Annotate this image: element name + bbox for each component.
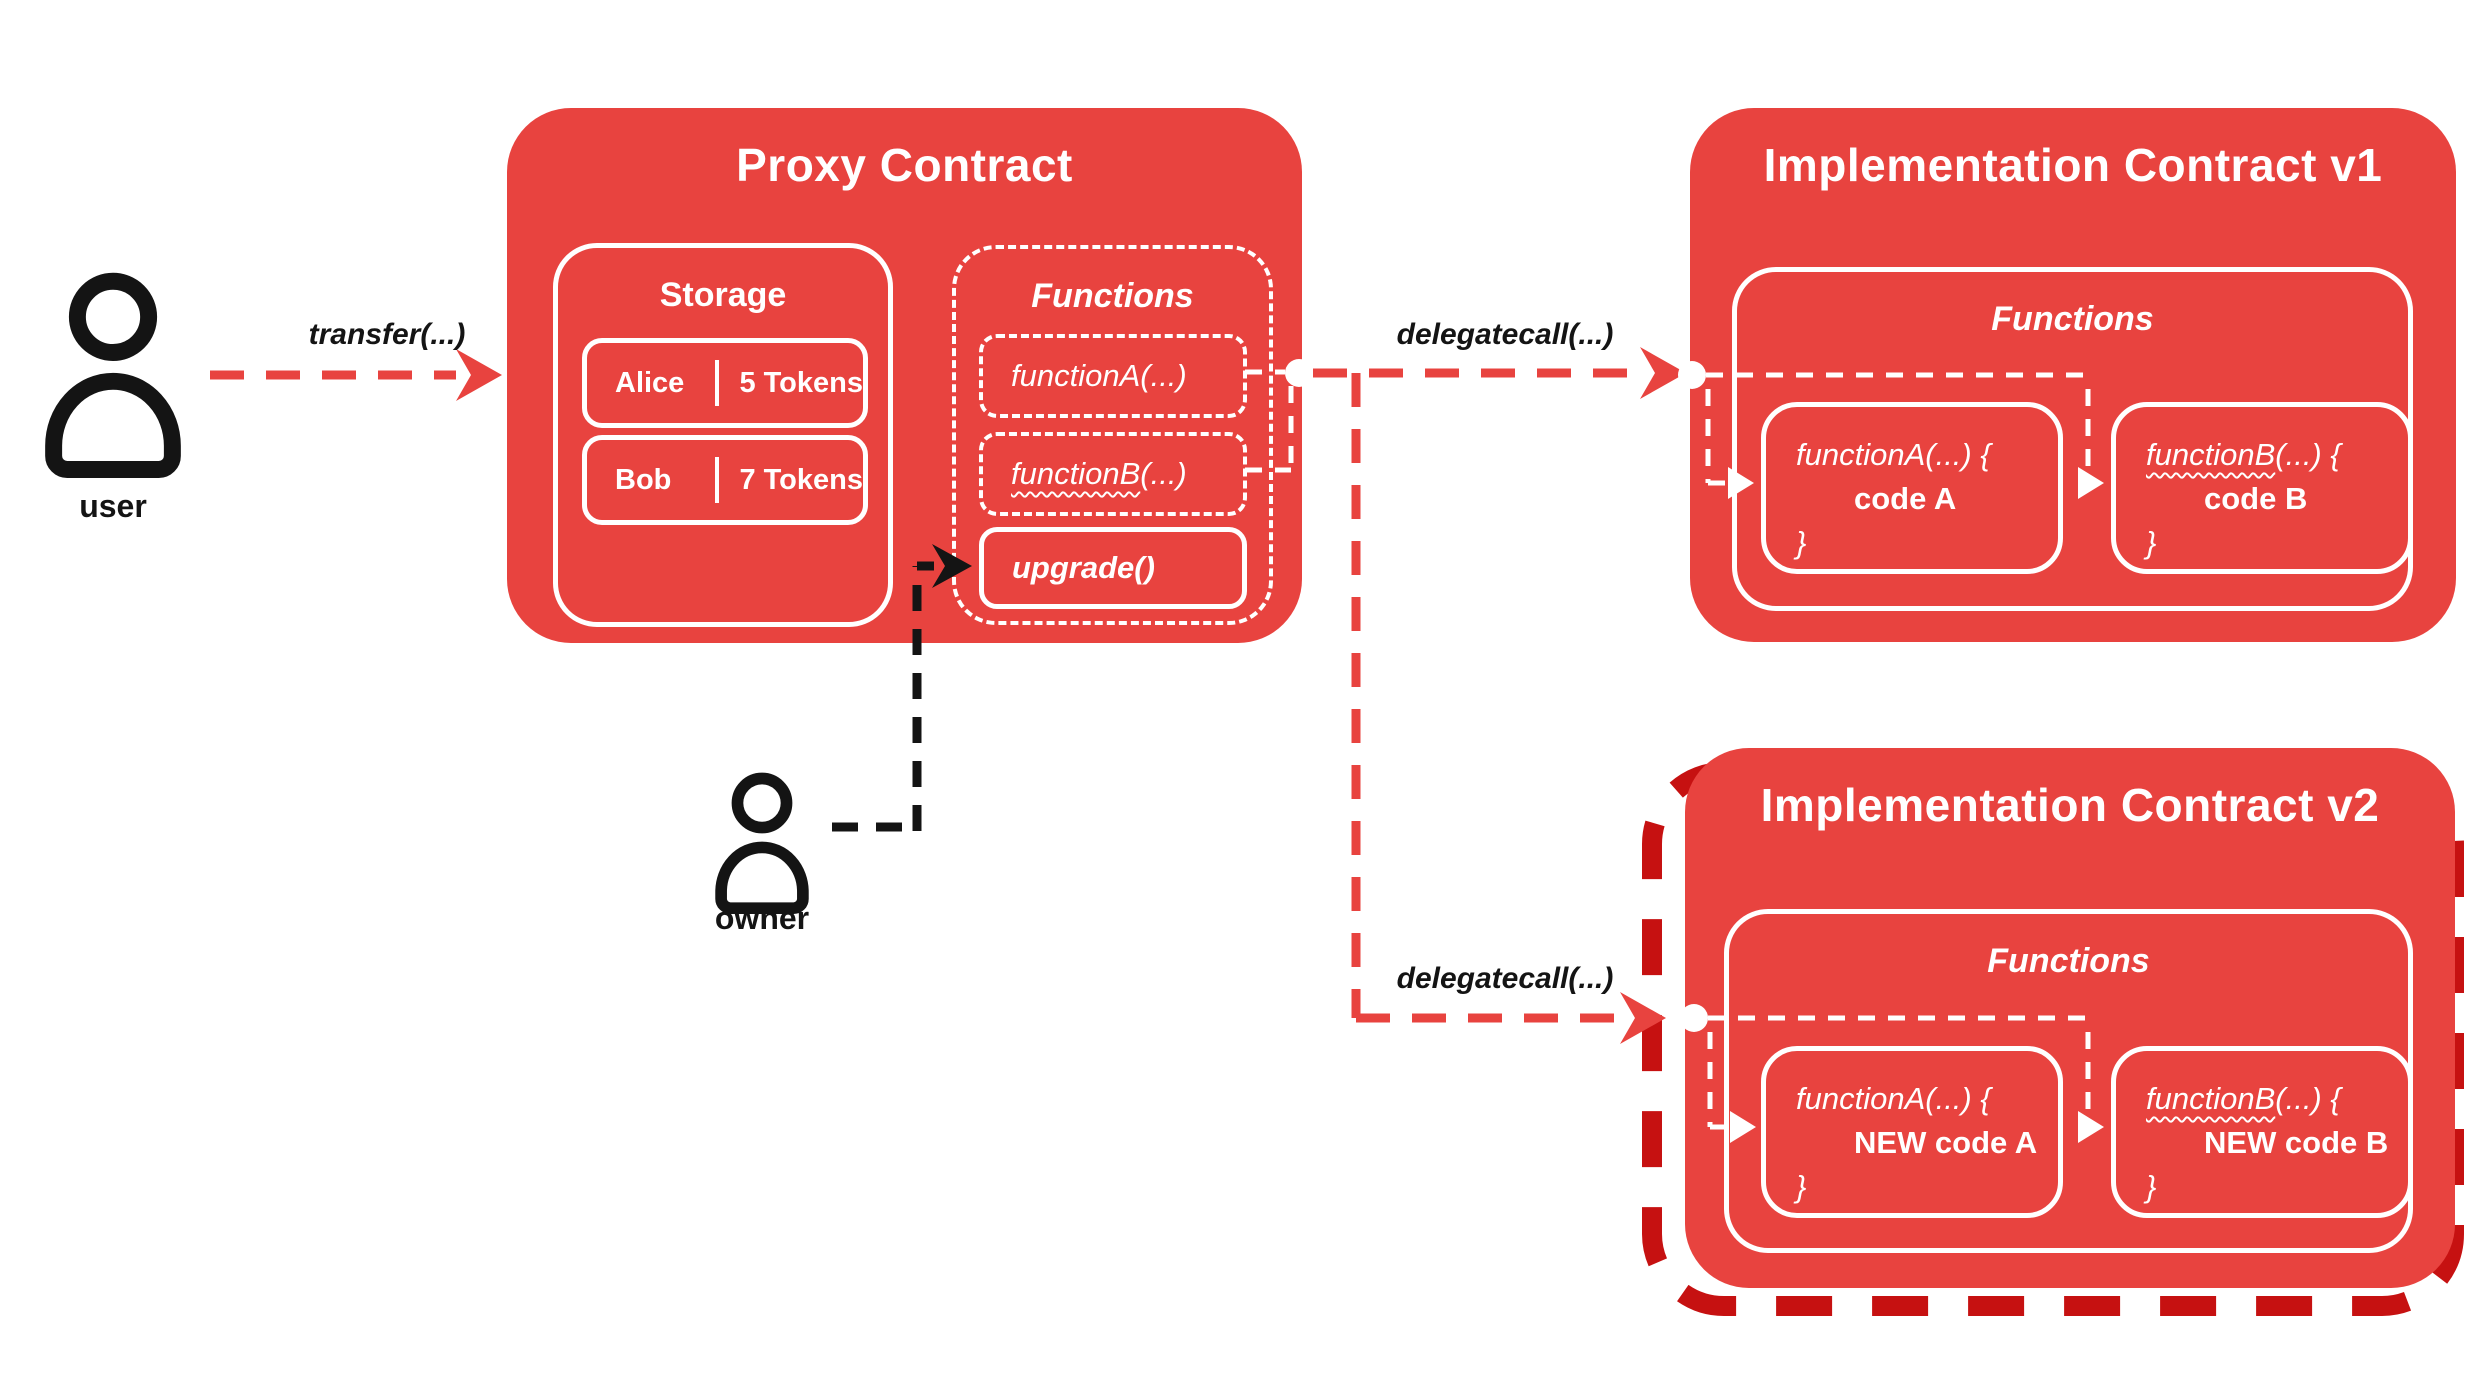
- storage-title: Storage: [659, 276, 787, 314]
- v1-functionB-signature: functionB(...) {: [2146, 437, 2408, 473]
- proxy-functions-title: Functions: [1031, 277, 1194, 315]
- storage-row-value: 7 Tokens: [739, 463, 863, 496]
- storage-row-name: Bob: [615, 463, 672, 496]
- storage-row-value: 5 Tokens: [739, 366, 863, 399]
- user-actor: [28, 266, 198, 478]
- owner-label: owner: [714, 900, 810, 936]
- proxy-contract-title: Proxy Contract: [736, 139, 1073, 191]
- v2-functionA-code-box: functionA(...) { NEW code A }: [1761, 1046, 2063, 1218]
- storage-row-divider: [715, 360, 720, 406]
- v2-functionA-signature: functionA(...) {: [1796, 1081, 1991, 1116]
- implementation-v1-title: Implementation Contract v1: [1763, 139, 2383, 191]
- person-icon: [715, 772, 809, 914]
- v1-functionA-close: }: [1796, 525, 1807, 560]
- delegatecall-v2-edge-label: delegatecall(...): [1396, 962, 1614, 995]
- v1-functions-title: Functions: [1991, 300, 2154, 338]
- v1-functionA-signature: functionA(...) {: [1796, 437, 1991, 472]
- proxy-functionA-box: functionA(...): [979, 334, 1247, 418]
- v2-functionB-sig-rest: (...) {: [2275, 1081, 2341, 1116]
- implementation-v2-title: Implementation Contract v2: [1760, 779, 2380, 831]
- v1-functionA-code-box: functionA(...) { code A }: [1761, 402, 2063, 574]
- proxy-contract-box: Proxy Contract Storage Alice 5 Tokens Bo…: [507, 108, 1302, 643]
- v2-functionB-code-box: functionB(...) { NEW code B }: [2111, 1046, 2413, 1218]
- proxy-functionB-box: functionB(...): [979, 432, 1247, 516]
- user-label: user: [79, 488, 147, 524]
- v1-functionB-close: }: [2146, 525, 2157, 560]
- v1-functionA-body: code A: [1854, 481, 1957, 516]
- implementation-v1-box: Implementation Contract v1 Functions fun…: [1690, 108, 2456, 642]
- v2-functionB-name: functionB: [2146, 1081, 2276, 1116]
- v1-functionB-name: functionB: [2146, 437, 2276, 472]
- v2-functionA-body: NEW code A: [1854, 1125, 2038, 1160]
- v1-functionB-code-box: functionB(...) { code B }: [2111, 402, 2413, 574]
- transfer-arrow: [210, 349, 502, 401]
- storage-row-alice: Alice 5 Tokens: [582, 338, 868, 428]
- v1-functionB-body: code B: [2204, 481, 2308, 516]
- implementation-v2-box: Implementation Contract v2 Functions fun…: [1685, 748, 2455, 1288]
- v1-functions-box: Functions functionA(...) { code A } func…: [1732, 267, 2413, 611]
- v1-functionB-sig-rest: (...) {: [2275, 437, 2341, 472]
- v2-functionB-body: NEW code B: [2204, 1125, 2389, 1160]
- owner-actor: [703, 768, 821, 914]
- v2-functionA-close: }: [1796, 1169, 1807, 1204]
- v2-functionB-close: }: [2146, 1169, 2157, 1204]
- proxy-functionB-label-rest: (...): [1140, 456, 1187, 491]
- storage-row-divider: [715, 457, 720, 503]
- v2-functions-box: Functions functionA(...) { NEW code A } …: [1724, 909, 2413, 1253]
- proxy-upgrade-box: upgrade(): [979, 527, 1247, 609]
- proxy-upgrade-label: upgrade(): [1012, 550, 1155, 585]
- person-icon: [45, 272, 181, 478]
- v2-functionB-signature: functionB(...) {: [2146, 1081, 2408, 1117]
- v2-functions-title: Functions: [1987, 942, 2150, 980]
- proxy-storage-box: Storage Alice 5 Tokens Bob 7 Tokens: [553, 243, 893, 627]
- proxy-functionB-label: functionB: [1011, 456, 1141, 491]
- storage-row-bob: Bob 7 Tokens: [582, 435, 868, 525]
- proxy-functions-box: Functions functionA(...) functionB(...) …: [952, 245, 1273, 625]
- storage-row-name: Alice: [615, 366, 685, 399]
- delegatecall-v1-edge-label: delegatecall(...): [1396, 318, 1614, 351]
- delegatecall-v2-arrow: [1351, 373, 1666, 1044]
- delegatecall-v1-arrow: [1313, 347, 1686, 399]
- proxy-functionA-label: functionA(...): [1011, 358, 1187, 393]
- transfer-edge-label: transfer(...): [308, 318, 466, 351]
